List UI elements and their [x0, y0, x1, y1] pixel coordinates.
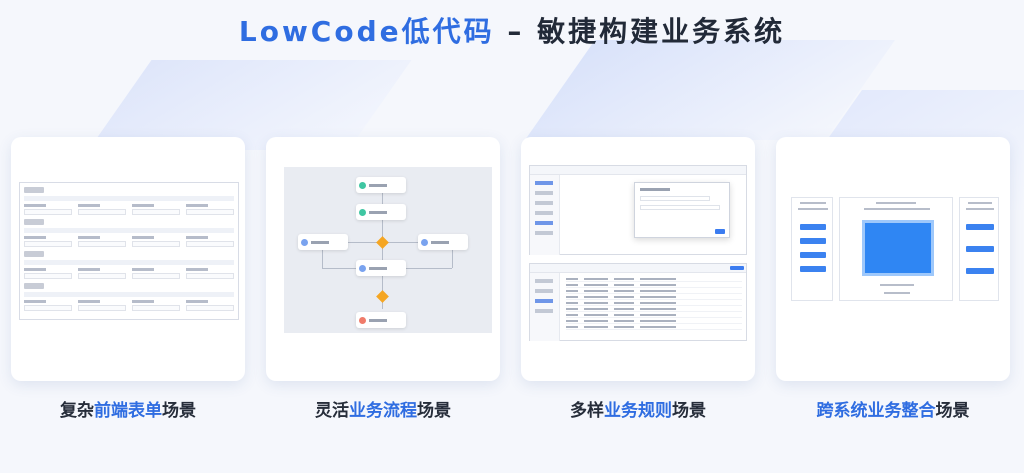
left-system-column — [791, 197, 833, 301]
section-bar-shape — [24, 196, 234, 201]
section-bar-shape — [24, 260, 234, 265]
field — [186, 204, 234, 215]
form-scenario-caption: 复杂前端表单场景 — [60, 401, 196, 421]
field — [186, 236, 234, 247]
field — [132, 236, 180, 247]
field — [24, 300, 72, 311]
flow-node-end — [356, 312, 406, 328]
title-brand: LowCode低代码 — [238, 15, 495, 48]
form-section — [24, 187, 234, 215]
flow-canvas — [284, 167, 492, 333]
field — [186, 300, 234, 311]
page-title: LowCode低代码 – 敏捷构建业务系统 — [0, 10, 1024, 50]
rules-window-bottom — [529, 263, 747, 341]
field — [78, 300, 126, 311]
title-subtitle: – 敏捷构建业务系统 — [494, 15, 786, 48]
flow-gateway-icon — [376, 236, 389, 249]
flow-gateway-icon — [376, 290, 389, 303]
core-platform-block — [862, 220, 934, 276]
field — [24, 268, 72, 279]
field — [78, 236, 126, 247]
flow-node-right — [418, 234, 468, 250]
section-title-shape — [24, 283, 44, 289]
middle-platform-column — [839, 197, 953, 301]
integration-diagram — [791, 197, 999, 301]
form-section — [24, 283, 234, 311]
rule-dialog — [634, 182, 730, 238]
field-row — [24, 204, 234, 215]
process-scenario-caption: 灵活业务流程场景 — [315, 401, 451, 421]
section-title-shape — [24, 219, 44, 225]
field-row — [24, 268, 234, 279]
section-bar-shape — [24, 228, 234, 233]
form-section — [24, 251, 234, 279]
field — [186, 268, 234, 279]
rules-scenario-caption: 多样业务规则场景 — [570, 401, 706, 421]
form-preview — [19, 182, 239, 320]
field-row — [24, 236, 234, 247]
section-title-shape — [24, 251, 44, 257]
field — [132, 204, 180, 215]
rules-scenario-card[interactable] — [521, 137, 755, 381]
field — [132, 300, 180, 311]
flow-node-start — [356, 177, 406, 193]
section-title-shape — [24, 187, 44, 193]
process-scenario-card[interactable] — [266, 137, 500, 381]
section-bar-shape — [24, 292, 234, 297]
flow-node-approve — [356, 204, 406, 220]
form-section — [24, 219, 234, 247]
integration-scenario-caption: 跨系统业务整合场景 — [816, 401, 970, 421]
rules-window-top — [529, 165, 747, 255]
flow-node-left — [298, 234, 348, 250]
form-scenario-card[interactable] — [11, 137, 245, 381]
field — [78, 268, 126, 279]
field — [24, 236, 72, 247]
integration-scenario-card[interactable] — [776, 137, 1010, 381]
flow-node-manual — [356, 260, 406, 276]
field — [78, 204, 126, 215]
field — [24, 204, 72, 215]
field — [132, 268, 180, 279]
right-system-column — [959, 197, 999, 301]
field-row — [24, 300, 234, 311]
